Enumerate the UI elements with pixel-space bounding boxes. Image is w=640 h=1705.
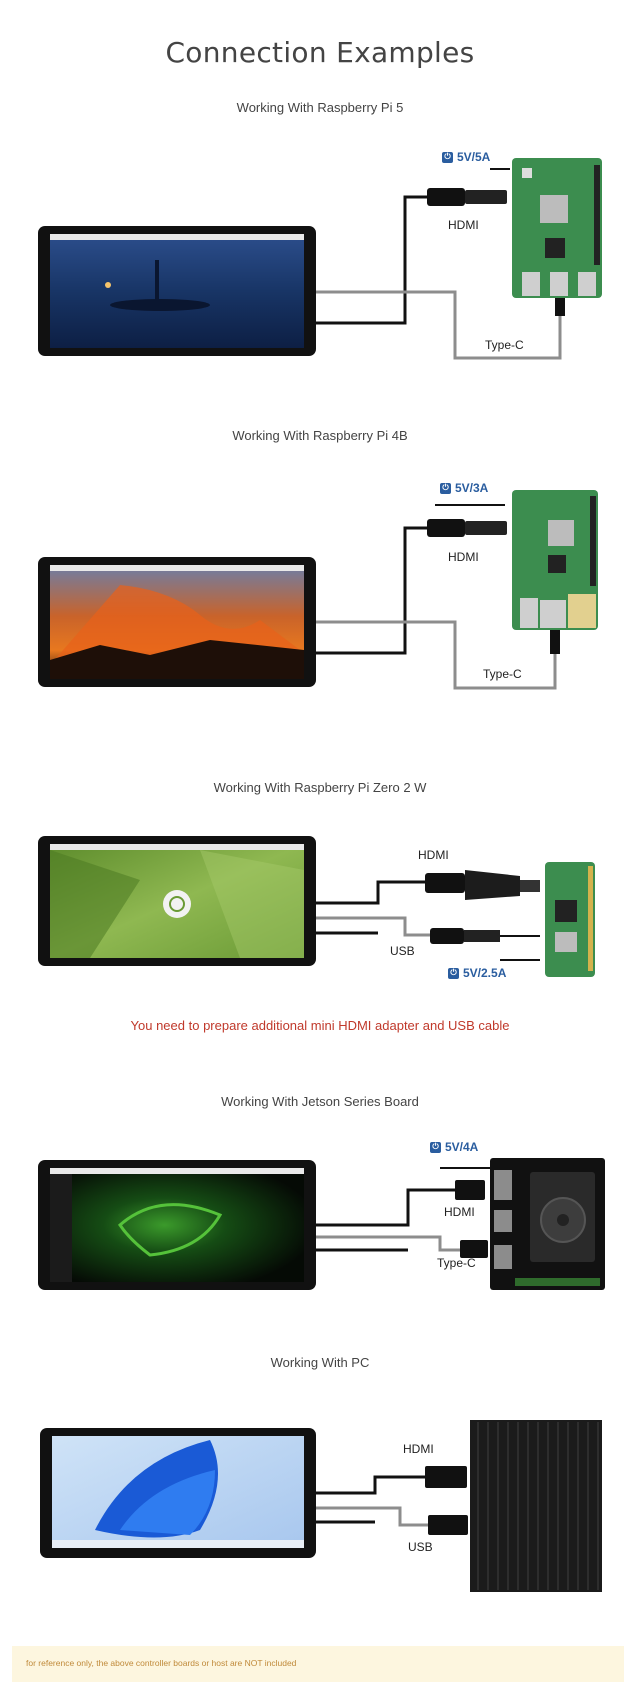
power-value-pi4b: 5V/3A — [455, 481, 489, 495]
pi4b-diagram — [38, 490, 598, 690]
pi5-diagram — [38, 158, 602, 360]
jetson-board — [490, 1158, 605, 1290]
power-label-pi4b: ⏻ 5V/3A — [440, 481, 488, 495]
section-title-jetson: Working With Jetson Series Board — [221, 1094, 419, 1109]
raspberry-pi4b-board — [512, 490, 598, 630]
power-value-pi5: 5V/5A — [457, 150, 491, 164]
power-label-pizero: ⏻ 5V/2.5A — [448, 966, 506, 980]
typec-label-pi4b: Type-C — [483, 667, 522, 681]
pizero-diagram — [38, 836, 595, 977]
raspberry-pi5-board — [512, 158, 602, 298]
pc-diagram — [40, 1420, 602, 1592]
usb-label-pc: USB — [408, 1540, 433, 1554]
hdmi-label-pc: HDMI — [403, 1442, 434, 1456]
section-title-pi5: Working With Raspberry Pi 5 — [236, 100, 404, 115]
page-title: Connection Examples — [165, 36, 475, 69]
adapter-note: You need to prepare additional mini HDMI… — [130, 1018, 510, 1033]
jetson-diagram — [38, 1158, 605, 1290]
power-plug-icon: ⏻ — [448, 967, 459, 979]
nvidia-logo-icon — [118, 1203, 223, 1257]
hdmi-label-pi4b: HDMI — [448, 550, 479, 564]
power-plug-icon: ⏻ — [430, 1141, 441, 1153]
footer-text: for reference only, the above controller… — [26, 1658, 297, 1668]
ubuntu-logo-icon — [163, 890, 191, 918]
power-label-jetson: ⏻ 5V/4A — [430, 1140, 478, 1154]
power-value-pizero: 5V/2.5A — [463, 966, 507, 980]
typec-label-pi5: Type-C — [485, 338, 524, 352]
power-value-jetson: 5V/4A — [445, 1140, 479, 1154]
footer-disclaimer: for reference only, the above controller… — [12, 1646, 624, 1682]
section-title-pc: Working With PC — [270, 1355, 370, 1370]
typec-label-jetson: Type-C — [437, 1256, 476, 1270]
raspberry-pizero-board — [545, 862, 595, 977]
section-title-pizero: Working With Raspberry Pi Zero 2 W — [213, 780, 427, 795]
hdmi-label-pi5: HDMI — [448, 218, 479, 232]
hdmi-label-jetson: HDMI — [444, 1205, 475, 1219]
power-plug-icon: ⏻ — [442, 151, 453, 163]
power-plug-icon: ⏻ — [440, 482, 451, 494]
hdmi-label-pizero: HDMI — [418, 848, 449, 862]
power-label-pi5: ⏻ 5V/5A — [442, 150, 490, 164]
usb-label-pizero: USB — [390, 944, 415, 958]
section-title-pi4b: Working With Raspberry Pi 4B — [232, 428, 408, 443]
pc-host-box — [470, 1420, 602, 1592]
